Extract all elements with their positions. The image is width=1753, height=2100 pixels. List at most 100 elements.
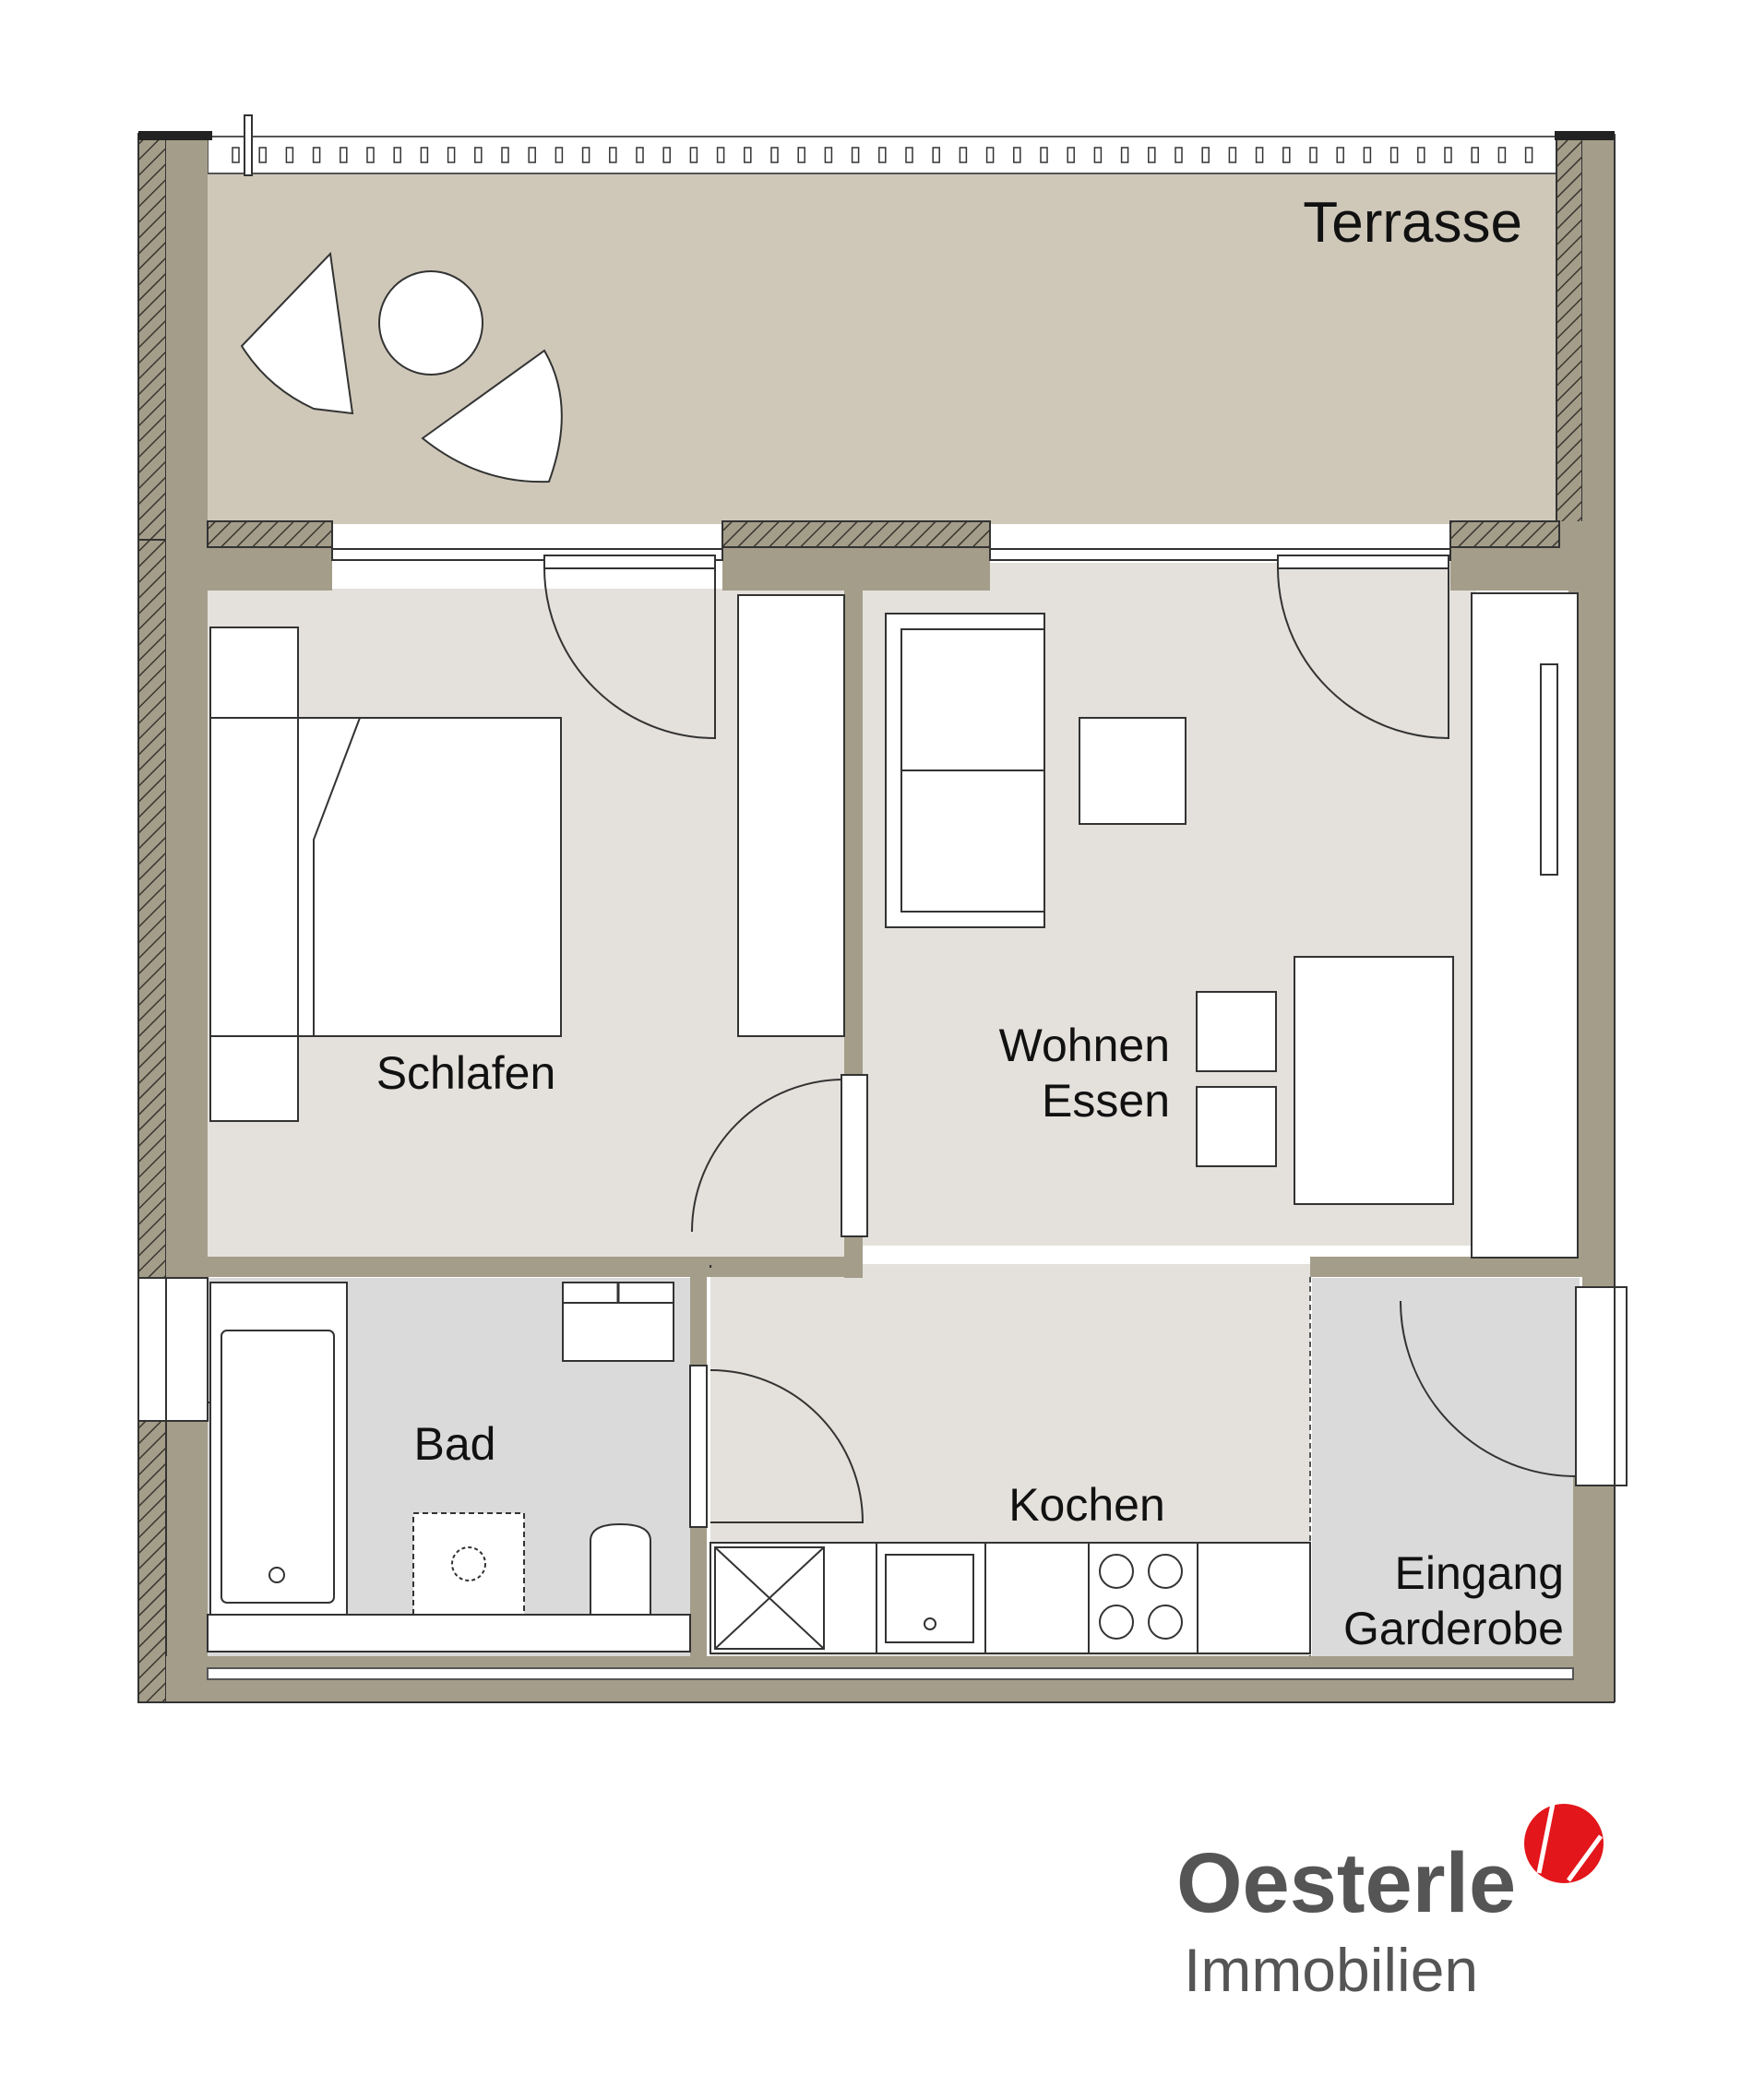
railing-post <box>1120 147 1129 163</box>
left-exterior-hatch <box>137 539 167 1279</box>
logo-accent-icon <box>1524 1804 1604 1883</box>
logo-name: Oesterle <box>1176 1836 1516 1930</box>
railing-post <box>689 147 698 163</box>
bedroom-furniture <box>209 594 845 1122</box>
wall-eingang-top <box>1310 1257 1587 1277</box>
railing-post <box>1201 147 1210 163</box>
wall-bad-kochen <box>690 1264 707 1366</box>
toilet-icon <box>590 1522 651 1616</box>
door-swing-icon <box>1400 1300 1577 1478</box>
railing-post <box>285 147 294 163</box>
living-furniture <box>885 592 1579 1259</box>
coffee-table <box>1079 717 1187 825</box>
wall-schlafen-wohnen <box>844 589 863 1078</box>
door-swing-icon <box>543 567 716 740</box>
bath-shelf <box>207 1614 691 1653</box>
logo-subtitle: Immobilien <box>1184 1936 1478 2004</box>
kochen-label: Kochen <box>1008 1479 1165 1531</box>
left-exterior-hatch-lower <box>137 1420 167 1703</box>
terrace-left-wall-inner <box>166 134 208 531</box>
railing-post-end <box>244 114 253 176</box>
company-logo: Oesterle Immobilien <box>1176 1803 1604 2004</box>
railing-post <box>1175 147 1183 163</box>
railing-post <box>1444 147 1452 163</box>
bottom-wall-base <box>166 1684 1615 1702</box>
railing-post <box>501 147 509 163</box>
railing-post <box>851 147 860 163</box>
railing-post <box>528 147 536 163</box>
railing-post <box>1336 147 1344 163</box>
terrace-wall-hatch-2 <box>721 520 991 548</box>
railing-posts <box>232 147 1533 163</box>
railing-post <box>1497 147 1507 163</box>
railing-post <box>878 147 887 163</box>
railing-post <box>1524 147 1533 163</box>
railing-post <box>555 147 564 163</box>
bad-label: Bad <box>414 1418 496 1470</box>
railing-post <box>420 147 429 163</box>
eingang-floor <box>1312 1278 1580 1656</box>
railing-post <box>1471 147 1479 163</box>
railing-post <box>1093 147 1103 163</box>
railing-post <box>609 147 617 163</box>
terrace-top-cap-left <box>138 131 212 140</box>
railing-post <box>581 147 590 163</box>
railing-post <box>797 147 805 163</box>
terrace-top-cap-right <box>1555 131 1615 140</box>
table-icon <box>1294 956 1454 1205</box>
terrace-wall-hatch-1 <box>207 520 333 548</box>
railing-post <box>447 147 456 163</box>
door-swings <box>207 567 1577 1523</box>
cabinet-detail <box>1540 663 1558 876</box>
bathtub-inner <box>221 1330 335 1604</box>
railing-post <box>770 147 779 163</box>
stove-icon <box>1099 1554 1183 1640</box>
door-swing-icon <box>710 1369 865 1523</box>
exterior-details <box>137 134 1616 1703</box>
door-swing-icon <box>1277 567 1449 740</box>
railing-post <box>1255 147 1264 163</box>
wall-bad-kochen-lower <box>690 1522 707 1670</box>
railing-post <box>474 147 483 163</box>
railing-post <box>716 147 725 163</box>
window-icon <box>1277 555 1449 569</box>
railing-post <box>393 147 401 163</box>
bathroom-furniture <box>207 1282 691 1653</box>
schlafen-label: Schlafen <box>376 1047 556 1099</box>
left-exterior-wall <box>166 531 208 1675</box>
wohnen-label: Wohnen <box>999 1020 1170 1071</box>
door-swing-icon <box>691 1078 845 1233</box>
cabinet-right <box>1471 592 1579 1259</box>
nightstand <box>209 1035 299 1122</box>
railing-post <box>258 147 267 163</box>
essen-label: Essen <box>1042 1075 1170 1127</box>
railing-post <box>1389 147 1399 163</box>
kitchen-furniture <box>710 1542 1311 1654</box>
railing-post <box>905 147 913 163</box>
wardrobe-right <box>737 594 845 1037</box>
railing-post <box>366 147 375 163</box>
railing-post <box>985 147 995 163</box>
railing-post <box>662 147 671 163</box>
room-labels: Schlafen Wohnen Essen Bad Kochen Eingang… <box>376 1020 1564 1654</box>
wall-schlafen-bottom <box>208 1257 863 1277</box>
terrace-chair-icon <box>240 251 354 415</box>
railing-post <box>1040 147 1048 163</box>
railing-post <box>1417 147 1425 163</box>
bed-icon <box>209 717 562 1037</box>
railing-post <box>1363 147 1372 163</box>
railing-post <box>744 147 752 163</box>
railing-post <box>1282 147 1291 163</box>
window-icon <box>543 555 716 569</box>
railing-post <box>1067 147 1075 163</box>
terrace-right-wall <box>1556 133 1583 531</box>
terrace-wall-hatch-3 <box>1449 520 1560 548</box>
bottom-wall-strip <box>207 1667 1574 1680</box>
eingang-label: Eingang <box>1395 1547 1565 1599</box>
railing-post <box>1148 147 1156 163</box>
terrace-windows <box>331 548 1451 569</box>
railing-post <box>340 147 348 163</box>
railing-post <box>312 147 321 163</box>
bed-blanket-fold <box>313 717 361 1036</box>
